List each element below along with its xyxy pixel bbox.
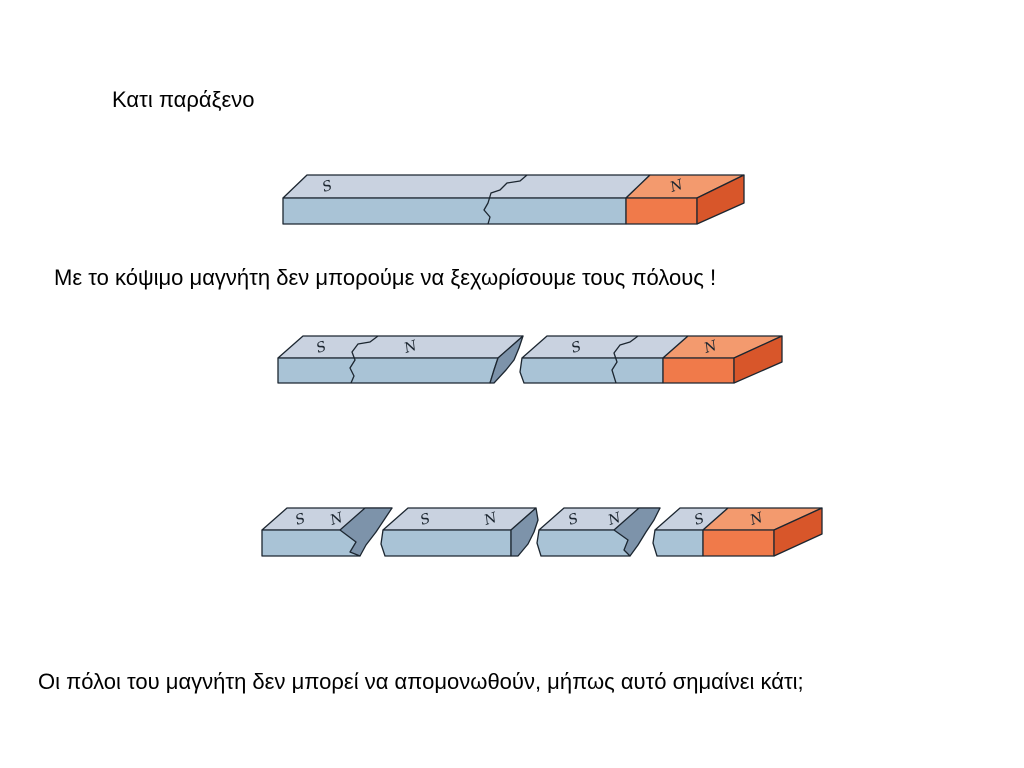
pole-label-north: N [605, 510, 623, 530]
piece-front-face-north [662, 357, 735, 384]
pole-label-south: S [692, 511, 706, 529]
magnet-cut-in-two: S N S N [277, 335, 783, 384]
pole-label-north: N [667, 177, 685, 197]
caption-cutting-magnet: Με το κόψιμο μαγνήτη δεν μπορούμε να ξεχ… [54, 265, 717, 290]
pole-label-north: N [481, 510, 499, 530]
piece-front-face [652, 529, 704, 557]
pole-label-north: N [747, 510, 765, 530]
piece-end-face [773, 507, 823, 557]
magnet-half-left [277, 335, 524, 384]
magnet-piece-south [282, 174, 651, 225]
pole-label-north: N [401, 338, 419, 358]
piece-top-face [282, 174, 651, 199]
pole-label-north: N [327, 510, 345, 530]
caption-poles-cannot-be-isolated: Οι πόλοι του μαγνήτη δεν μπορεί να απομο… [38, 669, 804, 694]
piece-front-face [277, 357, 499, 384]
pole-label-south: S [293, 511, 307, 529]
piece-top-face [382, 507, 537, 531]
piece-front-face-north [702, 529, 775, 557]
piece-front-face [625, 197, 698, 225]
magnet-piece-4 [652, 507, 823, 557]
crack-line [349, 335, 379, 384]
crack-line [611, 335, 639, 384]
magnet-cut-in-four: S N S N S N S N [261, 507, 823, 557]
break-face [489, 335, 524, 384]
piece-front-face [380, 529, 512, 557]
magnet-piece-1 [261, 507, 393, 557]
pole-label-south: S [418, 511, 432, 529]
piece-top-face [277, 335, 524, 359]
break-face [510, 507, 539, 557]
pole-label-south: S [320, 178, 334, 196]
piece-top-face [521, 335, 689, 359]
magnet-piece-3 [536, 507, 661, 557]
pole-label-south: S [569, 339, 583, 357]
pole-label-south: S [314, 339, 328, 357]
piece-front-face [519, 357, 664, 384]
piece-front-face [282, 197, 627, 225]
break-face [613, 507, 661, 557]
magnet-half-right [519, 335, 783, 384]
slide-title: Κατι παράξενο [112, 87, 255, 112]
magnet-piece-north [625, 174, 745, 225]
break-face [339, 507, 393, 557]
crack-line [483, 174, 528, 225]
magnet-whole: S N [282, 174, 745, 225]
piece-end-face [696, 174, 745, 225]
magnet-piece-2 [380, 507, 539, 557]
pole-label-south: S [566, 511, 580, 529]
piece-end-face [733, 335, 783, 384]
pole-label-north: N [701, 338, 719, 358]
